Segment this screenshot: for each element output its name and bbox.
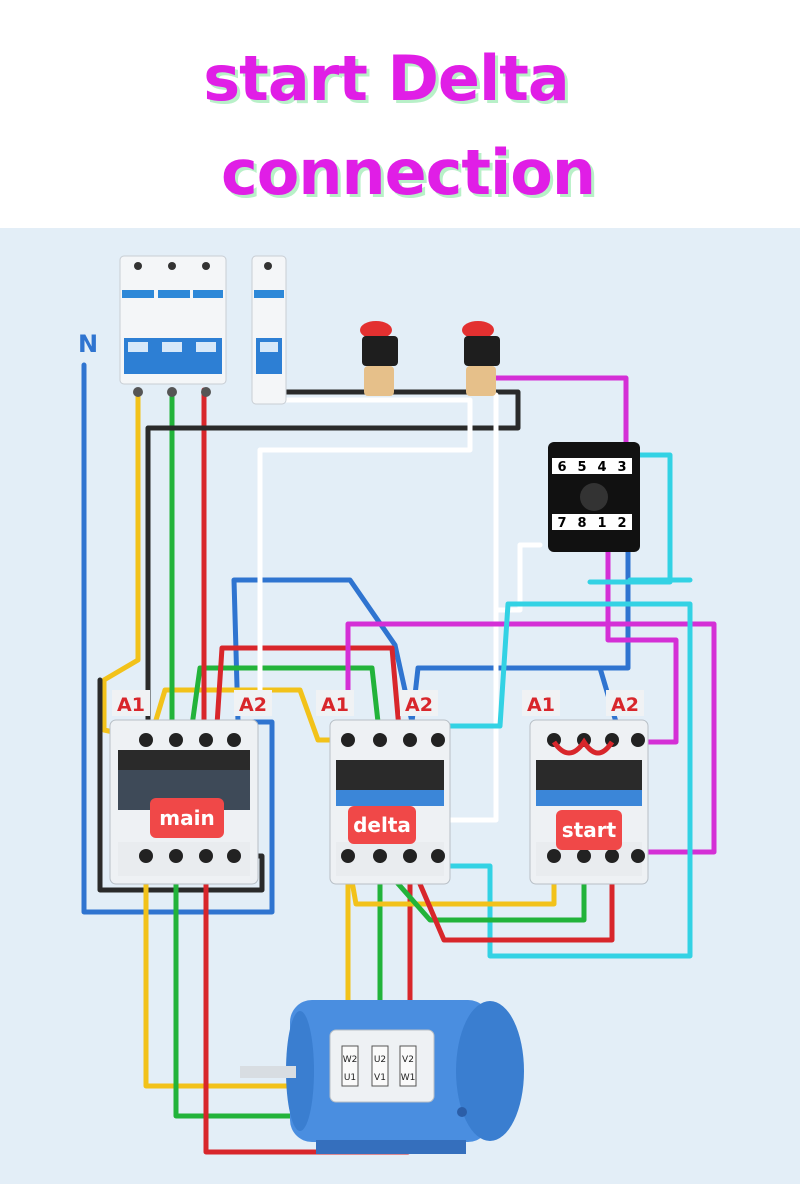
timer-terminal-3: 3	[617, 460, 626, 475]
wire-white-2	[493, 392, 543, 613]
motor-terminal-w1: W1	[401, 1073, 416, 1083]
timer-terminal-4: 4	[597, 460, 606, 475]
wiring-svg: 6 5 4 3 7 8 1 2 main A1 A2 delta A1 A2	[78, 255, 717, 1155]
motor-terminal-v1: V1	[374, 1073, 386, 1083]
wire-magenta-3	[605, 545, 679, 745]
timer-terminal-6: 6	[557, 460, 566, 475]
timer-terminal-2: 2	[617, 516, 626, 531]
title-line-2: connection	[220, 136, 596, 209]
start-star-bridge	[551, 737, 615, 756]
timer-relay-base: 6 5 4 3 7 8 1 2	[548, 442, 640, 552]
delta-a1-label: A1	[321, 694, 349, 716]
start-a1-label: A1	[527, 694, 555, 716]
wire-green-link	[187, 665, 383, 743]
motor-terminal-w2: W2	[343, 1055, 358, 1065]
main-contactor-label: main	[159, 806, 214, 830]
motor-terminal-v2: V2	[402, 1055, 414, 1065]
wire-yellow-l1	[101, 387, 153, 743]
single-pole-breaker	[251, 255, 287, 405]
wire-neutral-blue	[81, 362, 275, 915]
wire-magenta-1	[493, 375, 629, 449]
timer-terminal-1: 1	[597, 516, 606, 531]
wiring-diagram: 6 5 4 3 7 8 1 2 main A1 A2 delta A1 A2	[0, 228, 800, 1184]
wire-red-delta-start	[411, 853, 615, 943]
wire-green-delta-start	[383, 853, 587, 923]
wire-black-control	[145, 389, 521, 743]
main-a1-label: A1	[117, 694, 145, 716]
motor-terminal-u1: U1	[344, 1073, 356, 1083]
start-a2-label: A2	[611, 694, 639, 716]
delta-contactor: delta A1 A2	[316, 690, 451, 885]
stop-button[interactable]	[360, 321, 398, 396]
main-a2-label: A2	[239, 694, 267, 716]
delta-contactor-label: delta	[353, 813, 411, 837]
title-area: start Delta connection	[0, 0, 800, 228]
title-line-1: start Delta	[203, 42, 569, 115]
timer-terminal-8: 8	[577, 516, 586, 531]
three-phase-motor: W2 U2 V2 U1 V1 W1	[240, 1000, 524, 1154]
three-pole-breaker	[119, 255, 227, 397]
timer-terminal-7: 7	[557, 516, 566, 531]
wire-blue-relay	[597, 545, 631, 671]
main-contactor: main A1 A2	[109, 690, 272, 885]
neutral-label: N	[78, 330, 98, 358]
timer-terminal-5: 5	[577, 460, 586, 475]
wire-blue-start-a2	[409, 665, 619, 725]
start-contactor-label: start	[562, 818, 617, 842]
wire-cyan-2	[437, 601, 693, 959]
wire-white-1	[253, 397, 473, 693]
wire-yellow-a1-link	[147, 687, 351, 743]
start-contactor: start A1 A2	[522, 690, 649, 885]
start-button[interactable]	[462, 321, 500, 396]
motor-terminal-u2: U2	[374, 1055, 386, 1065]
delta-a2-label: A2	[405, 694, 433, 716]
